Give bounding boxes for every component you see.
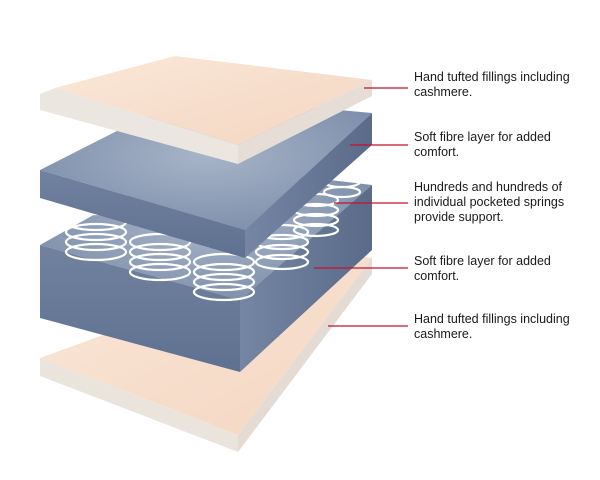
bottom-filling-edge — [40, 358, 238, 452]
callout-label-lower-fibre: Soft fibre layer for added comfort. — [414, 254, 551, 283]
spring-coil — [192, 252, 256, 302]
callout-label-upper-fibre: Soft fibre layer for added comfort. — [414, 130, 551, 159]
top-filling-layer — [40, 56, 372, 164]
bottom-filling-side — [238, 258, 372, 452]
callout-label-top-filling: Hand tufted fillings including cashmere. — [414, 70, 570, 99]
upper-fibre-side — [245, 113, 372, 258]
top-filling-edge — [40, 88, 238, 164]
spring-coil — [128, 232, 192, 282]
top-filling-top — [55, 56, 372, 145]
top-filling-side — [238, 80, 372, 164]
callout-label-bottom-filling: Hand tufted fillings including cashmere. — [414, 312, 570, 341]
lower-fibre-front — [40, 245, 240, 372]
leader-lines — [314, 87, 408, 327]
callout-label-springs: Hundreds and hundreds of individual pock… — [414, 180, 565, 224]
lower-fibre-side — [240, 185, 372, 372]
upper-fibre-front — [40, 170, 245, 258]
